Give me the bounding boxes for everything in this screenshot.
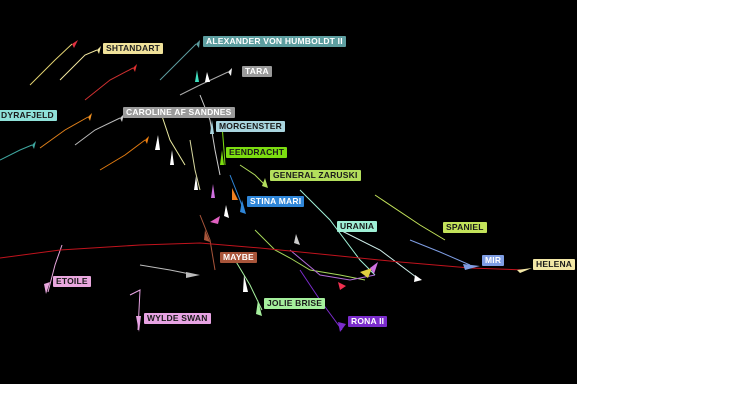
vessel-label-caroline-af-sandnes[interactable]: CAROLINE AF SANDNES [123,107,235,118]
track-urania-2 [339,229,421,281]
vessel-label-stina-mari[interactable]: STINA MARI [247,196,305,207]
track-caroline [74,117,121,146]
track-etoile [47,244,63,293]
track-urania [299,189,376,276]
track-green-fleet [254,229,366,281]
vessel-markers [32,40,532,332]
track-dyrafjeld [0,144,33,161]
vessel-label-alexander-von-humboldt-ii[interactable]: ALEXANDER VON HUMBOLDT II [203,36,346,47]
vessel-label-spaniel[interactable]: SPANIEL [443,222,487,233]
vessel-label-rona-ii[interactable]: RONA II [348,316,388,327]
vessel-label-etoile[interactable]: ETOILE [53,276,91,287]
vessel-label-tara[interactable]: TARA [242,66,272,77]
vessel-label-wylde-swan[interactable]: WYLDE SWAN [144,313,211,324]
vessel-tracks-layer [0,40,532,332]
vessel-label-helena[interactable]: HELENA [533,259,576,270]
track-eendracht [221,124,226,166]
track-orange-1 [39,116,89,149]
vessel-label-dyrafjeld[interactable]: DYRAFJELD [0,110,57,121]
vessel-label-eendracht[interactable]: EENDRACHT [226,147,288,158]
vessel-label-maybe[interactable]: MAYBE [220,252,257,263]
track-fleet-2 [159,109,186,166]
vessel-label-jolie-brise[interactable]: JOLIE BRISE [264,298,326,309]
track-mir [409,239,471,266]
track-humboldt [159,43,197,81]
track-tara [179,71,229,96]
track-orange-2 [99,139,146,171]
vessel-label-urania[interactable]: URANIA [337,221,378,232]
track-shtandart-2 [59,49,98,81]
vessel-label-shtandart[interactable]: SHTANDART [103,43,164,54]
track-helena [0,242,526,271]
track-spaniel [374,194,446,241]
vessel-label-morgenster[interactable]: MORGENSTER [216,121,285,132]
vessel-label-general-zaruski[interactable]: GENERAL ZARUSKI [270,170,361,181]
track-fleet-3 [189,139,201,191]
race-tracker-map[interactable]: SHTANDART ALEXANDER VON HUMBOLDT II TARA… [0,0,577,384]
track-red-vessel [84,67,134,101]
track-purple-fleet [289,249,376,281]
track-maybe [199,214,216,271]
track-general-zaruski [239,164,266,186]
track-shtandart [29,43,73,86]
vessel-label-mir[interactable]: MIR [482,255,505,266]
